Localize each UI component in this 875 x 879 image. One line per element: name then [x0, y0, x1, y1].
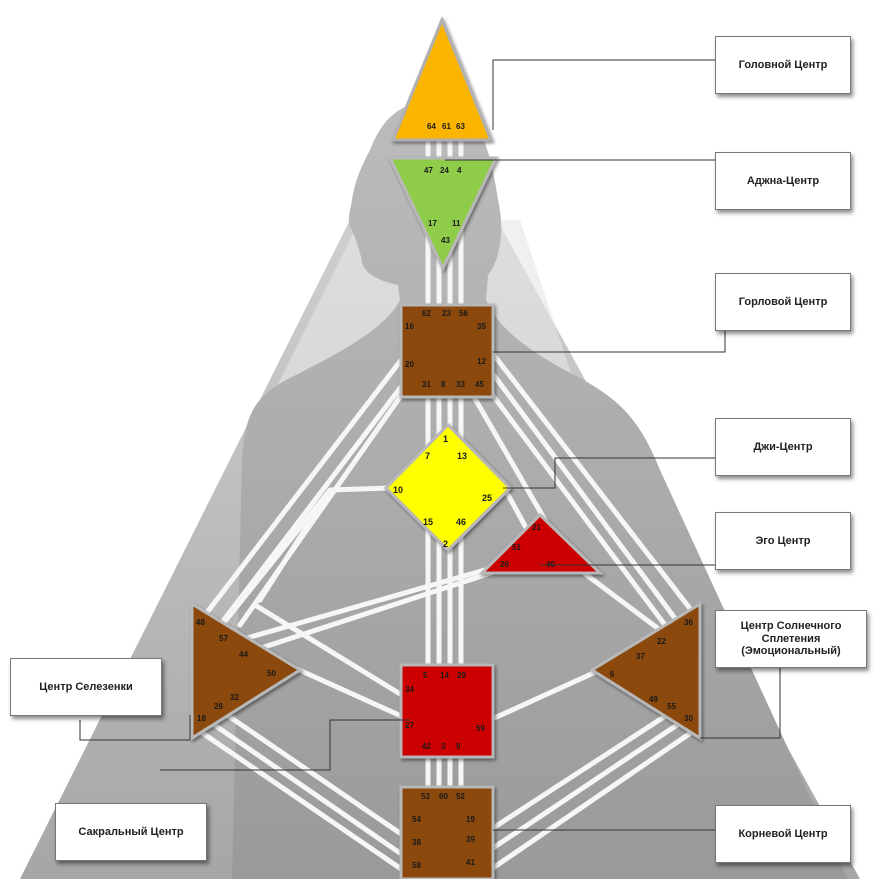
gate-label: 48: [196, 618, 205, 627]
gate-label: 19: [466, 815, 475, 824]
label-sacral-center: Сакральный Центр: [55, 803, 207, 861]
gate-label: 8: [441, 380, 446, 389]
gate-label: 11: [452, 219, 461, 228]
label-throat-center: Горловой Центр: [715, 273, 851, 331]
gate-label: 12: [477, 357, 486, 366]
gate-label: 61: [442, 122, 451, 131]
gate-label: 49: [649, 695, 658, 704]
gate-label: 17: [428, 219, 437, 228]
label-spleen-center: Центр Селезенки: [10, 658, 162, 716]
gate-label: 32: [230, 693, 239, 702]
gate-label: 33: [456, 380, 465, 389]
gate-label: 46: [456, 517, 466, 527]
label-root-center: Корневой Центр: [715, 805, 851, 863]
gate-label: 39: [466, 835, 475, 844]
gate-label: 1: [443, 434, 448, 444]
gate-label: 9: [456, 742, 461, 751]
gate-label: 52: [456, 792, 465, 801]
sacral-center: 5 14 29 34 27 59 42 3 9: [401, 665, 493, 757]
gate-label: 42: [422, 742, 431, 751]
gate-label: 24: [440, 166, 449, 175]
gate-label: 5: [423, 671, 428, 680]
gate-label: 41: [466, 858, 475, 867]
label-head-center: Головной Центр: [715, 36, 851, 94]
gate-label: 59: [476, 724, 485, 733]
gate-label: 2: [443, 539, 448, 549]
gate-label: 10: [393, 485, 403, 495]
gate-label: 37: [636, 652, 645, 661]
gate-label: 18: [197, 714, 206, 723]
throat-center: 62 23 56 16 35 20 12 31 8 33 45: [401, 305, 493, 397]
gate-label: 23: [442, 309, 451, 318]
gate-label: 34: [405, 685, 414, 694]
gate-label: 57: [219, 634, 228, 643]
gate-label: 50: [267, 669, 276, 678]
gate-label: 58: [412, 861, 421, 870]
gate-label: 14: [440, 671, 449, 680]
gate-label: 15: [423, 517, 433, 527]
gate-label: 47: [424, 166, 433, 175]
gate-label: 45: [475, 380, 484, 389]
gate-label: 38: [412, 838, 421, 847]
gate-label: 20: [405, 360, 414, 369]
gate-label: 55: [667, 702, 676, 711]
gate-label: 13: [457, 451, 467, 461]
gate-label: 4: [457, 166, 462, 175]
gate-label: 26: [500, 560, 509, 569]
gate-label: 56: [459, 309, 468, 318]
gate-label: 51: [512, 543, 521, 552]
gate-label: 63: [456, 122, 465, 131]
gate-label: 29: [457, 671, 466, 680]
gate-label: 36: [684, 618, 693, 627]
label-g-center: Джи-Центр: [715, 418, 851, 476]
gate-label: 62: [422, 309, 431, 318]
head-center: 64 61 63: [393, 20, 491, 140]
gate-label: 64: [427, 122, 436, 131]
gate-label: 44: [239, 650, 248, 659]
gate-label: 43: [441, 236, 450, 245]
gate-label: 21: [532, 523, 541, 532]
gate-label: 27: [405, 721, 414, 730]
gate-label: 53: [421, 792, 430, 801]
gate-label: 28: [214, 702, 223, 711]
gate-label: 35: [477, 322, 486, 331]
label-ajna-center: Аджна-Центр: [715, 152, 851, 210]
gate-label: 25: [482, 493, 492, 503]
root-center: 53 60 52 54 19 38 39 58 41: [401, 787, 493, 879]
gate-label: 16: [405, 322, 414, 331]
gate-label: 31: [422, 380, 431, 389]
gate-label: 54: [412, 815, 421, 824]
label-solar-plexus-center: Центр Солнечного Сплетения (Эмоциональны…: [715, 610, 867, 668]
gate-label: 22: [657, 637, 666, 646]
label-ego-center: Эго Центр: [715, 512, 851, 570]
gate-label: 7: [425, 451, 430, 461]
gate-label: 3: [441, 742, 446, 751]
gate-label: 6: [610, 670, 615, 679]
gate-label: 30: [684, 714, 693, 723]
gate-label: 60: [439, 792, 448, 801]
